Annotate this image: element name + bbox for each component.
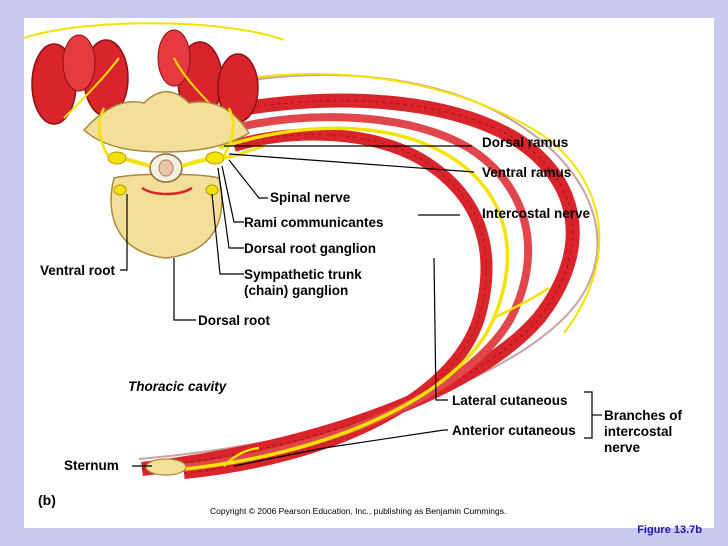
label-sternum: Sternum: [64, 458, 119, 473]
label-dorsal-root: Dorsal root: [198, 313, 271, 328]
intercostal-nerve-path: [173, 126, 510, 472]
deep-back-muscles: [31, 29, 259, 125]
anatomy-illustration: [24, 22, 602, 479]
label-anterior-cutaneous: Anterior cutaneous: [452, 423, 576, 438]
lateral-cutaneous-branch: [493, 286, 550, 320]
label-panel-b: (b): [38, 492, 56, 508]
label-ventral-root: Ventral root: [40, 263, 116, 278]
figure-number: Figure 13.7b: [637, 524, 702, 536]
label-rami-communicantes: Rami communicantes: [244, 215, 384, 230]
figure-panel: Dorsal ramus Ventral ramus Spinal nerve …: [24, 18, 714, 528]
label-dorsal-ramus: Dorsal ramus: [482, 135, 569, 150]
label-branches-1: Branches of: [604, 408, 683, 423]
label-sympathetic-trunk-2: (chain) ganglion: [244, 283, 349, 298]
leader-lines: [120, 145, 602, 467]
label-branches-2: intercostal: [604, 424, 673, 439]
outer-muscle-band: [141, 93, 580, 476]
label-intercostal-nerve: Intercostal nerve: [482, 206, 591, 221]
sternum-bone: [145, 458, 187, 476]
label-sympathetic-trunk-1: Sympathetic trunk: [244, 267, 362, 282]
label-ventral-ramus: Ventral ramus: [482, 165, 572, 180]
label-thoracic-cavity: Thoracic cavity: [128, 379, 227, 394]
anterior-cutaneous-branch: [223, 446, 260, 467]
label-dorsal-root-ganglion: Dorsal root ganglion: [244, 241, 377, 256]
copyright-notice: Copyright © 2006 Pearson Education, Inc.…: [210, 506, 507, 516]
label-spinal-nerve: Spinal nerve: [270, 190, 351, 205]
label-branches-3: nerve: [604, 440, 641, 455]
vertebral-body: [110, 173, 223, 259]
label-lateral-cutaneous: Lateral cutaneous: [452, 393, 568, 408]
